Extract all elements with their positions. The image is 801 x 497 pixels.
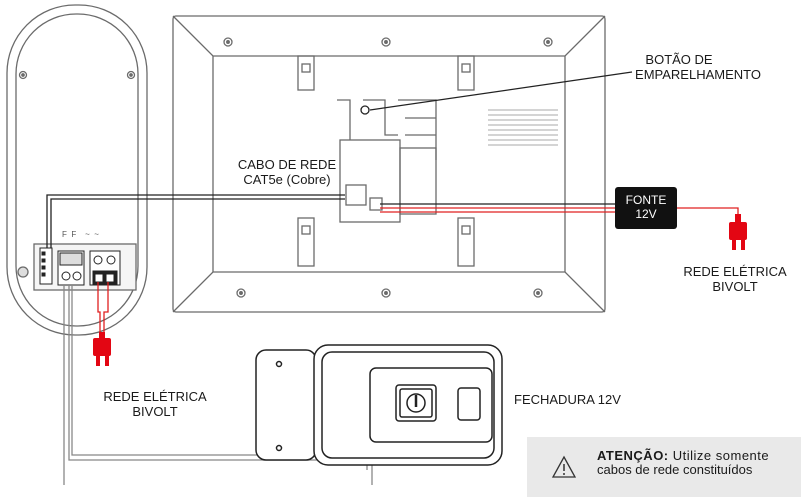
network-cable-wire	[46, 194, 345, 248]
power-plug-right-icon	[729, 214, 747, 250]
network-cable-label: CABO DE REDE CAT5e (Cobre)	[222, 157, 352, 187]
warning-triangle-icon	[551, 455, 577, 478]
mains-left-wires	[97, 282, 109, 335]
power-supply-box: FONTE 12V	[615, 187, 677, 229]
lock-label: FECHADURA 12V	[514, 392, 621, 407]
mains-right-label: REDE ELÉTRICA BIVOLT	[670, 264, 800, 294]
pairing-label-line2: EMPARELHAMENTO	[635, 67, 761, 82]
mains-right-line2: BIVOLT	[712, 279, 758, 294]
warning-line2: cabos de rede constituídos	[597, 462, 753, 477]
mains-left-line1: REDE ELÉTRICA	[103, 389, 207, 404]
pairing-label-line1: BOTÃO DE	[645, 52, 713, 67]
warning-text: ATENÇÃO: Utilize somente cabos de rede c…	[597, 449, 769, 477]
pairing-button[interactable]	[360, 105, 370, 115]
power-supply-label-line2: 12V	[635, 207, 657, 221]
terminal-marks: F F ~ ~	[62, 230, 99, 239]
power-plug-left-icon	[93, 332, 111, 366]
pairing-button-label: BOTÃO DE EMPARELHAMENTO	[633, 52, 763, 82]
network-cable-line1: CABO DE REDE	[237, 157, 337, 172]
mains-left-label: REDE ELÉTRICA BIVOLT	[90, 389, 220, 419]
warning-title: ATENÇÃO:	[597, 448, 669, 463]
door-station-terminals	[39, 247, 121, 286]
network-cable-line2: CAT5e (Cobre)	[243, 172, 331, 187]
power-supply-label-line1: FONTE	[625, 193, 667, 207]
electric-lock	[255, 344, 503, 466]
power-wires	[380, 203, 739, 222]
warning-note: ATENÇÃO: Utilize somente cabos de rede c…	[527, 437, 801, 497]
warning-line1: Utilize somente	[668, 448, 770, 463]
speaker-grille	[488, 109, 558, 146]
mains-right-line1: REDE ELÉTRICA	[683, 264, 787, 279]
pairing-leader-line	[369, 71, 633, 111]
monitor	[172, 15, 606, 313]
mains-left-line2: BIVOLT	[132, 404, 178, 419]
installation-diagram: F F ~ ~	[6, 4, 747, 485]
